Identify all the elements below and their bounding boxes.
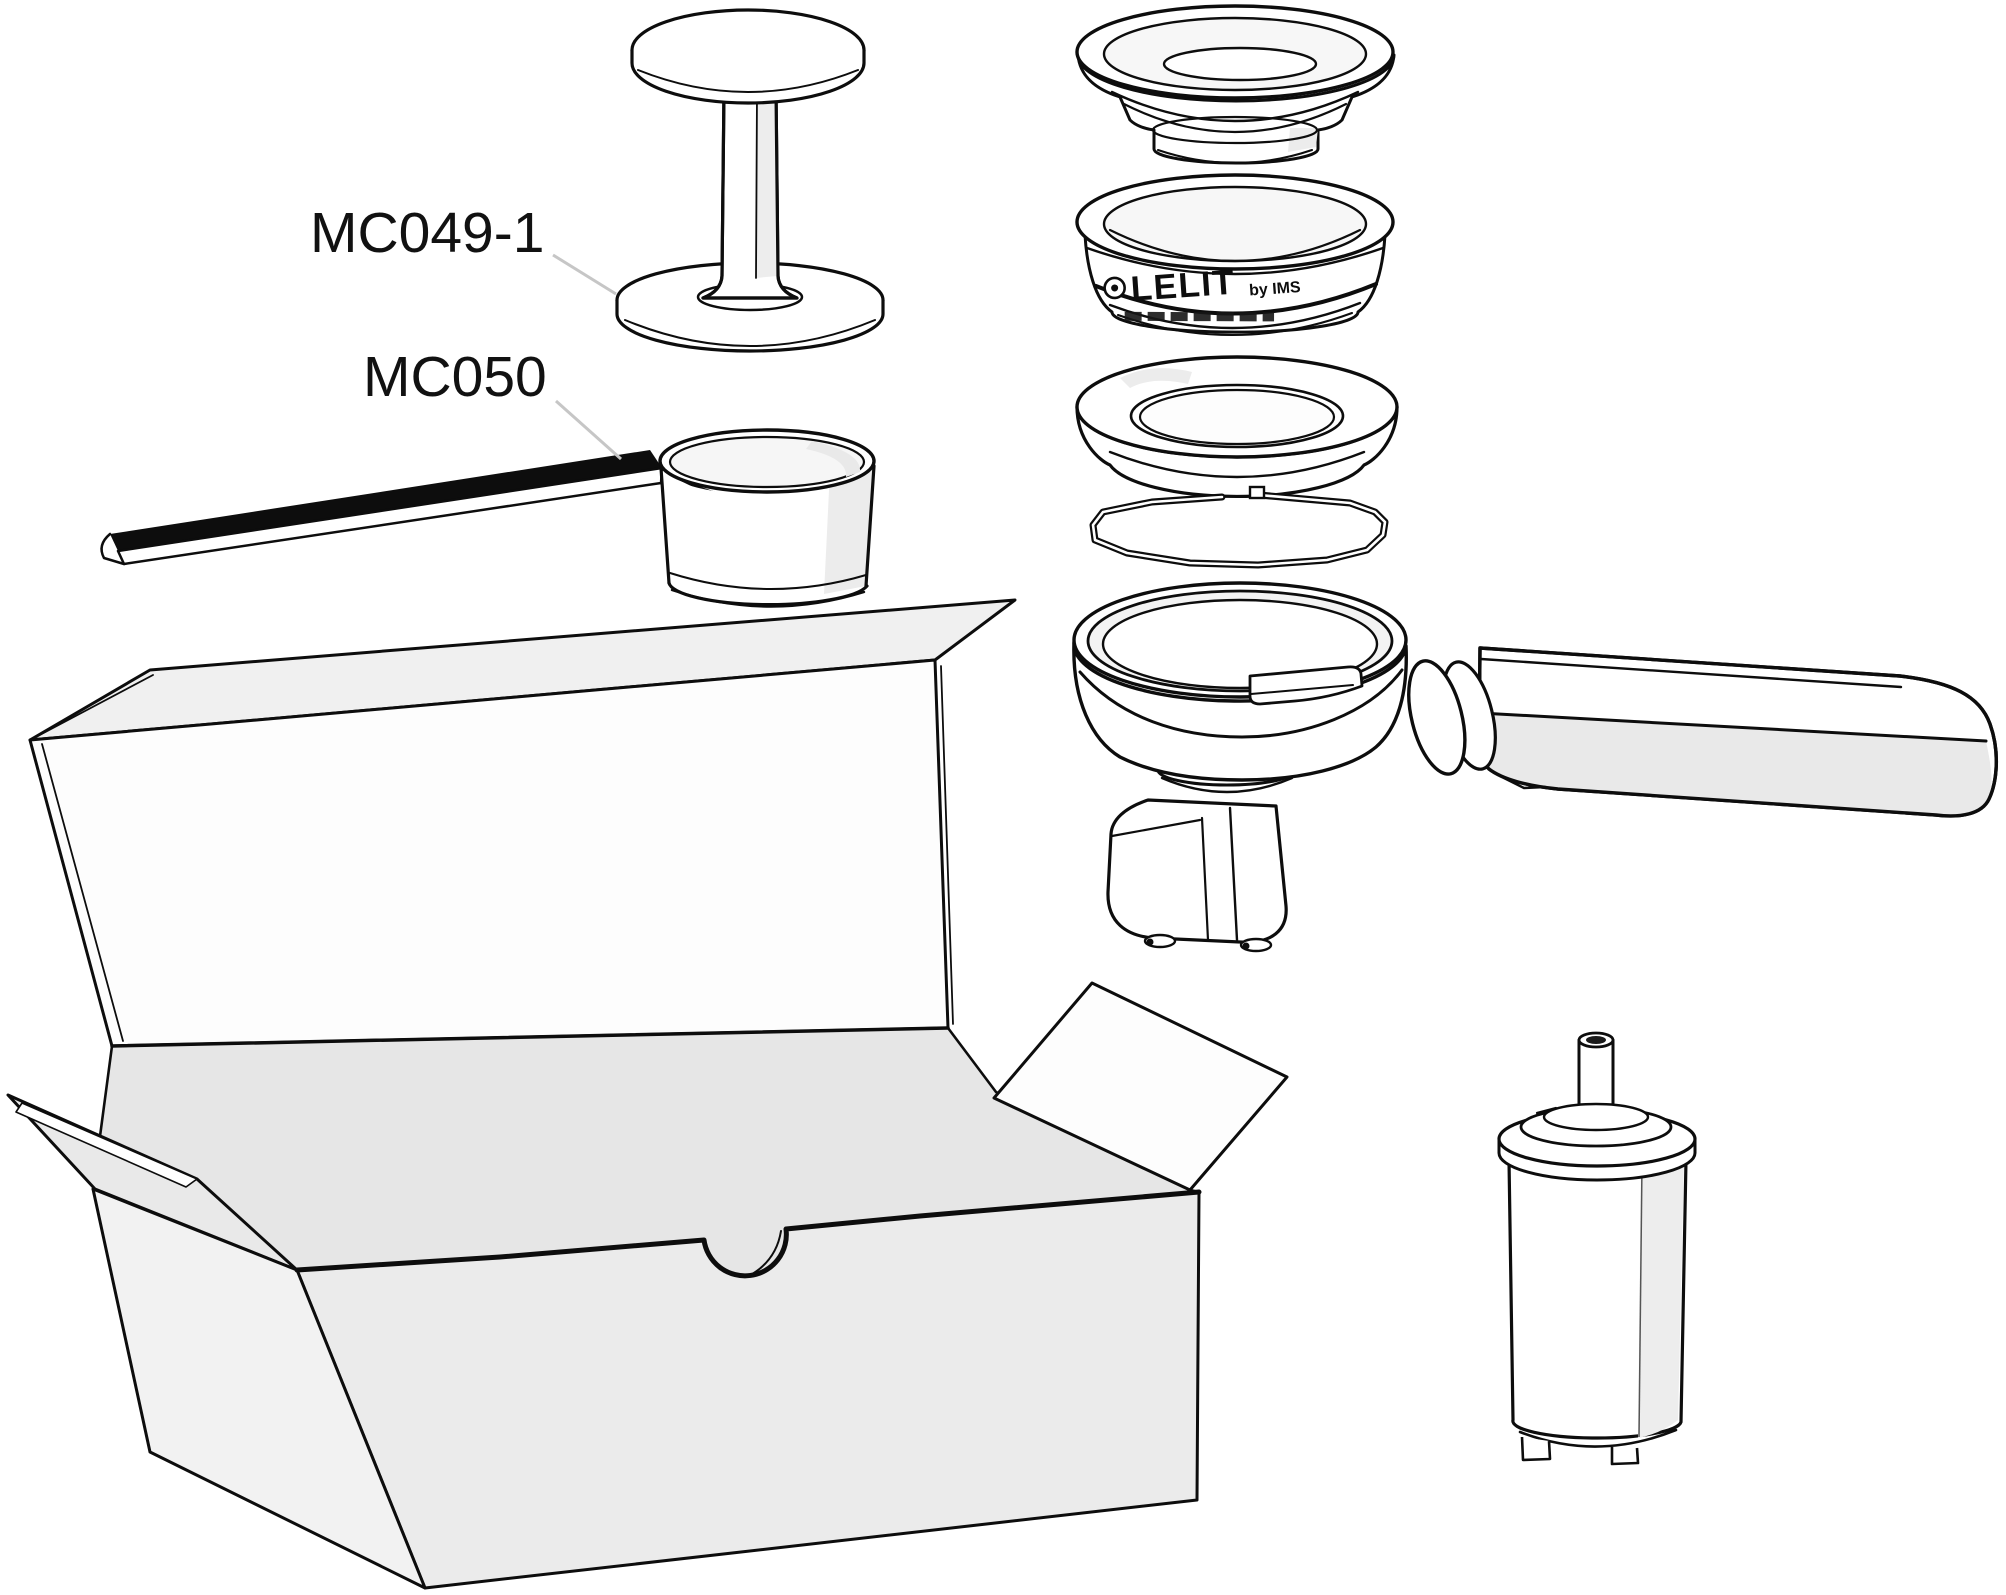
portafilter-spouts (1106, 798, 1288, 953)
filter-foot-right (1610, 1447, 1640, 1466)
portafilter-ferrule (1407, 659, 1497, 776)
tamper-stem (701, 88, 799, 300)
basket1-hole (1162, 46, 1318, 82)
leader-line-mc050 (555, 399, 622, 461)
leader-line-mc049 (552, 253, 617, 296)
packaging-box (6, 598, 1289, 1590)
box-left-panel (91, 1187, 427, 1590)
basket-byline-text: by IMS (1249, 279, 1302, 300)
filter-dome (1519, 1102, 1673, 1148)
label-mc049: MC049-1 (310, 201, 544, 265)
box-right-flap (992, 981, 1289, 1192)
portafilter-rim-lug (1248, 665, 1364, 706)
coffee-scoop (100, 428, 876, 608)
scoop-handle-side (116, 466, 664, 566)
filter-basket-single (1075, 4, 1396, 165)
tamper-handle-disc (630, 8, 866, 105)
basket-fine-print (1124, 311, 1275, 322)
retaining-spring-clip (1089, 485, 1389, 569)
filter-foot-left (1520, 1436, 1552, 1462)
group-gasket (1075, 355, 1399, 499)
filter-tube (1577, 1031, 1615, 1114)
portafilter-handle (1477, 646, 1999, 818)
portafilter-with-handle (1072, 581, 1999, 953)
spring-end-tab (1248, 485, 1266, 500)
scoop-handle-top (110, 450, 662, 551)
portafilter-body (1072, 581, 1408, 782)
filter-basket-double: LELIT by IMS (1075, 173, 1395, 336)
basket2-brand-print: LELIT by IMS (1103, 263, 1302, 322)
label-mc050: MC050 (363, 345, 547, 409)
water-filter-cartridge (1497, 1031, 1697, 1466)
tamper (615, 8, 885, 353)
part-labels: MC049-1 MC050 (310, 201, 622, 461)
basket-brand-text: LELIT (1129, 263, 1236, 309)
scoop-cup (658, 428, 876, 608)
